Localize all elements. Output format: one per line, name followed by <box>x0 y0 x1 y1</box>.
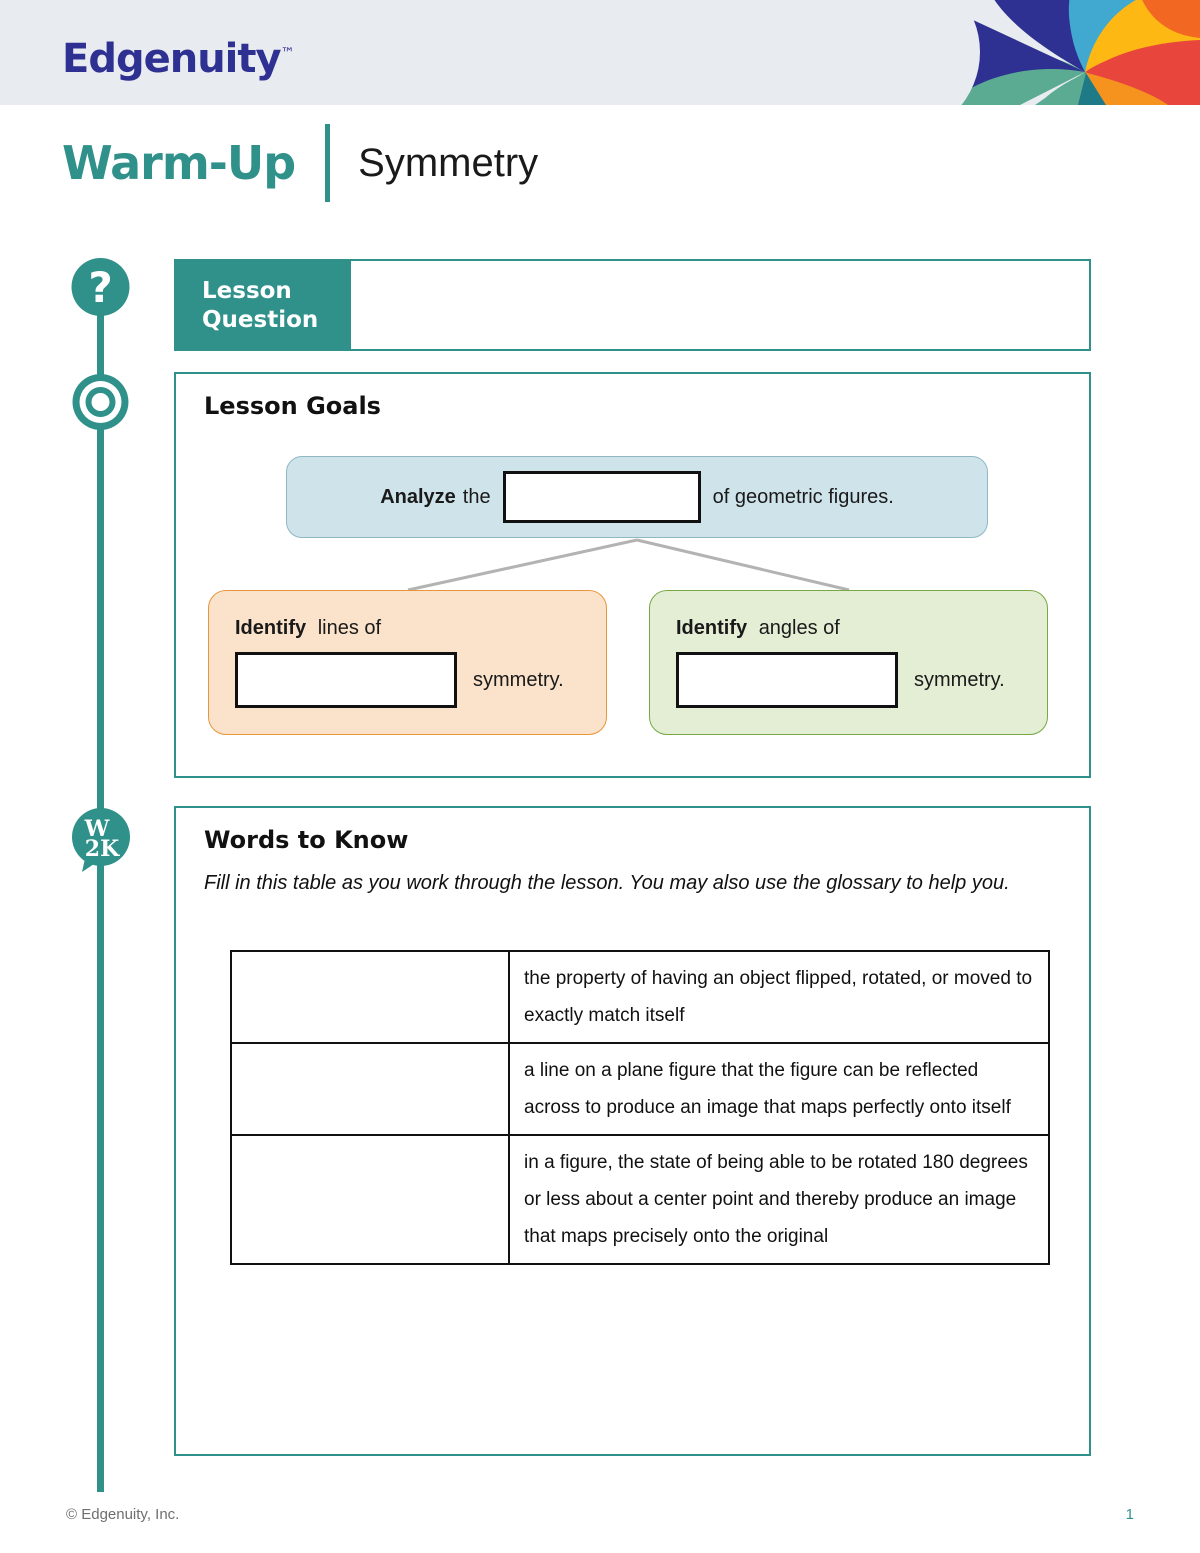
lesson-question-box: Lesson Question <box>174 259 1091 351</box>
w2k-speech-bubble-icon: W 2K <box>72 808 130 872</box>
goal-angles-of-symmetry-box: Identify angles of symmetry. <box>649 590 1048 735</box>
page-title: Warm-Up Symmetry <box>62 124 539 202</box>
words-to-know-panel: Words to Know Fill in this table as you … <box>174 806 1091 1456</box>
term-input-cell-1[interactable] <box>230 949 510 1045</box>
target-icon <box>72 374 129 430</box>
goal-lines-blank-input[interactable] <box>235 652 457 708</box>
table-row: in a figure, the state of being able to … <box>230 1134 1050 1266</box>
lesson-question-label: Lesson Question <box>176 261 351 349</box>
goal-lines-after-text: symmetry. <box>473 668 564 691</box>
lesson-question-answer-field[interactable] <box>351 261 1089 349</box>
vocabulary-table: the property of having an object flipped… <box>230 949 1050 1266</box>
w2k-icon-bottom-text: 2K <box>85 836 120 862</box>
table-row: the property of having an object flipped… <box>230 949 1050 1045</box>
title-divider <box>325 124 331 202</box>
goal-lines-line2: symmetry. <box>235 652 606 708</box>
goal-angles-line1: Identify angles of <box>676 617 1047 640</box>
title-lesson-name: Symmetry <box>358 140 539 185</box>
table-row: a line on a plane figure that the figure… <box>230 1042 1050 1137</box>
words-to-know-instructions: Fill in this table as you work through t… <box>204 872 1010 894</box>
lesson-goals-panel: Lesson Goals Analyze the of geometric fi… <box>174 372 1091 778</box>
definition-cell-1: the property of having an object flipped… <box>508 949 1050 1045</box>
page-footer: © Edgenuity, Inc. 1 <box>0 1506 1200 1523</box>
goal-analyze-blank-input[interactable] <box>502 471 701 523</box>
goal-lines-line1: Identify lines of <box>235 617 606 640</box>
lesson-question-label-line1: Lesson <box>202 278 292 304</box>
goal-lines-of-symmetry-box: Identify lines of symmetry. <box>208 590 607 735</box>
header-band: Edgenuity™ <box>0 0 1200 105</box>
goal-angles-verb: Identify <box>676 617 748 639</box>
title-kicker: Warm-Up <box>62 136 296 190</box>
goal-analyze-verb: Analyze <box>380 485 456 508</box>
goal-lines-rest: lines of <box>317 617 382 639</box>
lesson-goals-heading: Lesson Goals <box>204 392 381 420</box>
brand-name: Edgenuity <box>62 36 282 82</box>
pinwheel-decoration-icon <box>900 0 1200 105</box>
term-input-cell-3[interactable] <box>230 1134 510 1266</box>
goal-analyze-box: Analyze the of geometric figures. <box>286 456 988 538</box>
lesson-question-label-line2: Question <box>202 306 319 333</box>
words-to-know-heading: Words to Know <box>204 826 409 854</box>
definition-cell-2: a line on a plane figure that the figure… <box>508 1042 1050 1137</box>
question-mark-icon: ? <box>71 258 130 316</box>
goal-angles-blank-input[interactable] <box>676 652 898 708</box>
term-input-cell-2[interactable] <box>230 1042 510 1137</box>
w2k-icon-top-text: W <box>84 816 110 842</box>
goal-angles-after-text: symmetry. <box>914 668 1005 691</box>
timeline-rail <box>97 270 104 1492</box>
definition-cell-3: in a figure, the state of being able to … <box>508 1134 1050 1266</box>
goal-angles-line2: symmetry. <box>676 652 1047 708</box>
edgenuity-logo: Edgenuity™ <box>62 36 295 82</box>
goal-analyze-before-text: the <box>462 485 491 508</box>
goal-lines-verb: Identify <box>235 617 307 639</box>
trademark-symbol: ™ <box>280 45 295 62</box>
svg-text:?: ? <box>88 263 112 312</box>
goal-angles-rest: angles of <box>758 617 840 639</box>
goal-analyze-after-text: of geometric figures. <box>712 485 894 508</box>
page-number: 1 <box>1125 1506 1134 1523</box>
copyright-text: © Edgenuity, Inc. <box>66 1506 180 1523</box>
